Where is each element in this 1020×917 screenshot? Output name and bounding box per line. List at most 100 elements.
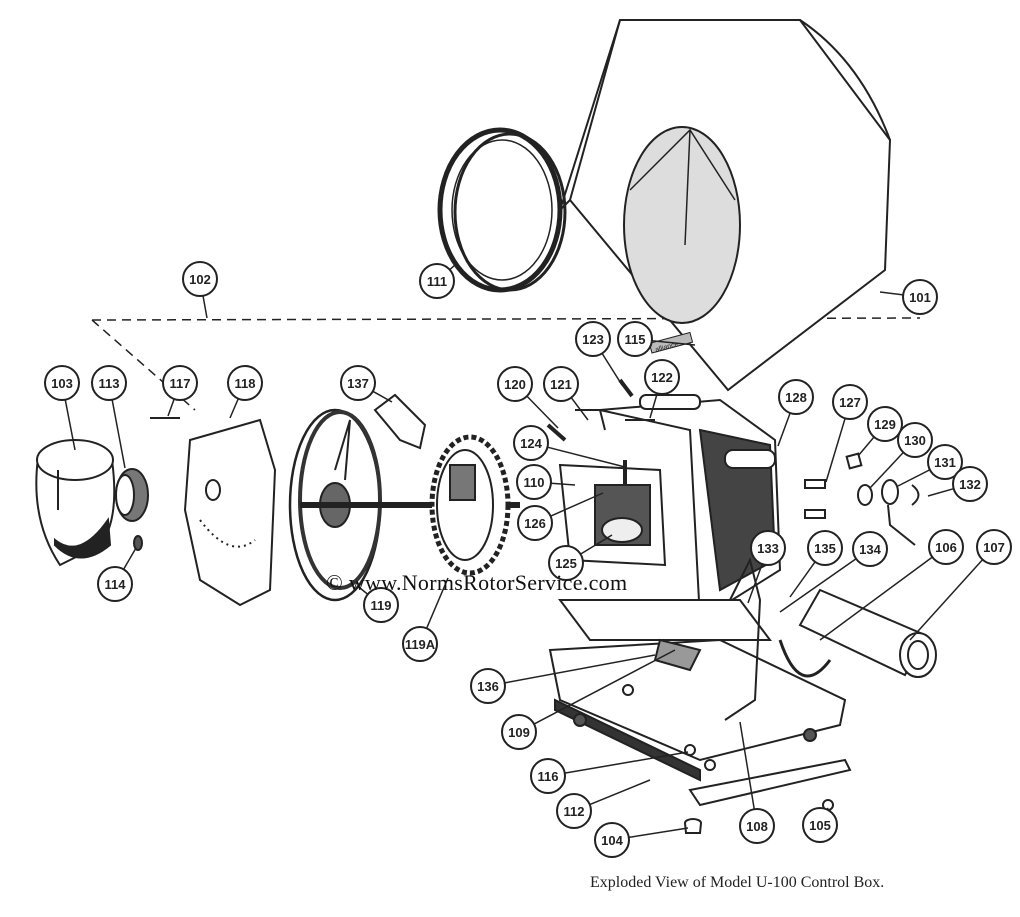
callout-124: 124	[513, 425, 626, 468]
callout-120: 120	[497, 366, 559, 429]
callout-circle	[501, 714, 537, 750]
callout-number: 113	[99, 376, 120, 391]
leader-line	[651, 339, 696, 346]
leader-line	[550, 482, 576, 486]
callout-119: 119	[359, 587, 399, 623]
lever-121	[575, 409, 606, 431]
cover-101: alliance	[559, 19, 892, 392]
callout-number: 119	[371, 598, 392, 613]
callout-number: 104	[601, 833, 623, 848]
callout-circle	[363, 587, 399, 623]
callout-circle	[497, 366, 533, 402]
leader-line	[449, 264, 456, 271]
callout-number: 117	[170, 376, 191, 391]
callout-number: 130	[904, 433, 926, 448]
leader-line	[789, 561, 816, 598]
callout-circle	[516, 464, 552, 500]
leader-line	[777, 412, 791, 447]
callout-circle	[44, 365, 80, 401]
solenoid-110	[558, 460, 667, 567]
callout-130: 130	[869, 422, 933, 489]
callout-number: 127	[839, 395, 861, 410]
leader-line	[504, 654, 656, 684]
gear-119A	[300, 434, 520, 576]
callout-111: 111	[419, 263, 456, 299]
callout-circle	[513, 425, 549, 461]
callout-circle	[617, 321, 653, 357]
leader-line	[739, 721, 755, 810]
leader-line	[601, 352, 623, 386]
callout-number: 122	[651, 370, 673, 385]
callout-circle	[867, 406, 903, 442]
leader-line	[869, 451, 904, 489]
callout-number: 121	[550, 377, 572, 392]
callout-135: 135	[789, 530, 843, 598]
tube-107	[798, 588, 937, 678]
callout-number: 118	[235, 376, 256, 391]
callout-117: 117	[162, 365, 198, 417]
callout-129: 129	[857, 406, 903, 457]
callout-circle	[419, 263, 455, 299]
callout-133: 133	[747, 530, 786, 604]
leader-line	[550, 492, 604, 517]
callout-number: 107	[983, 540, 1005, 555]
callout-number: 106	[935, 540, 957, 555]
spring-120	[546, 423, 567, 442]
callout-circle	[644, 359, 680, 395]
callout-127: 127	[825, 384, 868, 483]
leader-line	[857, 436, 875, 457]
leader-line	[897, 469, 931, 487]
callout-circle	[517, 505, 553, 541]
leader-line	[533, 649, 676, 725]
callout-126: 126	[517, 492, 604, 541]
leader-line	[359, 587, 369, 595]
callout-number: 136	[477, 679, 499, 694]
callout-104: 104	[594, 822, 689, 858]
callout-132: 132	[927, 466, 988, 502]
callout-circle	[902, 279, 938, 315]
callout-116: 116	[530, 751, 689, 794]
leader-line	[64, 399, 76, 451]
callout-number: 134	[859, 542, 881, 557]
leader-line	[779, 558, 857, 613]
callout-circle	[807, 530, 843, 566]
callout-number: 124	[520, 436, 542, 451]
callout-105: 105	[802, 807, 838, 843]
callout-circle	[927, 444, 963, 480]
callout-number: 101	[909, 290, 931, 305]
leader-line	[111, 399, 126, 469]
leader-line	[649, 393, 658, 419]
callout-109: 109	[501, 649, 676, 750]
callout-115: 115	[617, 321, 696, 357]
bezel-ring-111	[437, 127, 567, 293]
callout-number: 128	[785, 390, 807, 405]
callout-circle	[952, 466, 988, 502]
callout-110: 110	[516, 464, 576, 500]
callout-circle	[750, 530, 786, 566]
callout-137: 137	[340, 365, 393, 403]
callout-131: 131	[897, 444, 963, 487]
leader-line	[167, 398, 175, 417]
callout-circle	[548, 545, 584, 581]
callout-circle	[928, 529, 964, 565]
callout-circle	[802, 807, 838, 843]
callout-circle	[530, 758, 566, 794]
dial-plate-118	[183, 418, 277, 607]
callout-circle	[852, 531, 888, 567]
callout-123: 123	[575, 321, 623, 386]
callout-circle	[543, 366, 579, 402]
callout-number: 137	[347, 376, 369, 391]
callout-number: 108	[746, 819, 768, 834]
figure-caption: Exploded View of Model U-100 Control Box…	[590, 874, 885, 891]
callout-118: 118	[227, 365, 263, 419]
callout-number: 132	[959, 477, 981, 492]
leader-line	[580, 534, 613, 555]
base-plate	[548, 557, 852, 811]
callout-102: 102	[182, 261, 218, 319]
callout-107: 107	[909, 529, 1012, 641]
callout-101: 101	[879, 279, 938, 315]
callout-number: 111	[427, 274, 447, 289]
knob-103	[35, 439, 116, 567]
leader-line	[570, 397, 589, 421]
